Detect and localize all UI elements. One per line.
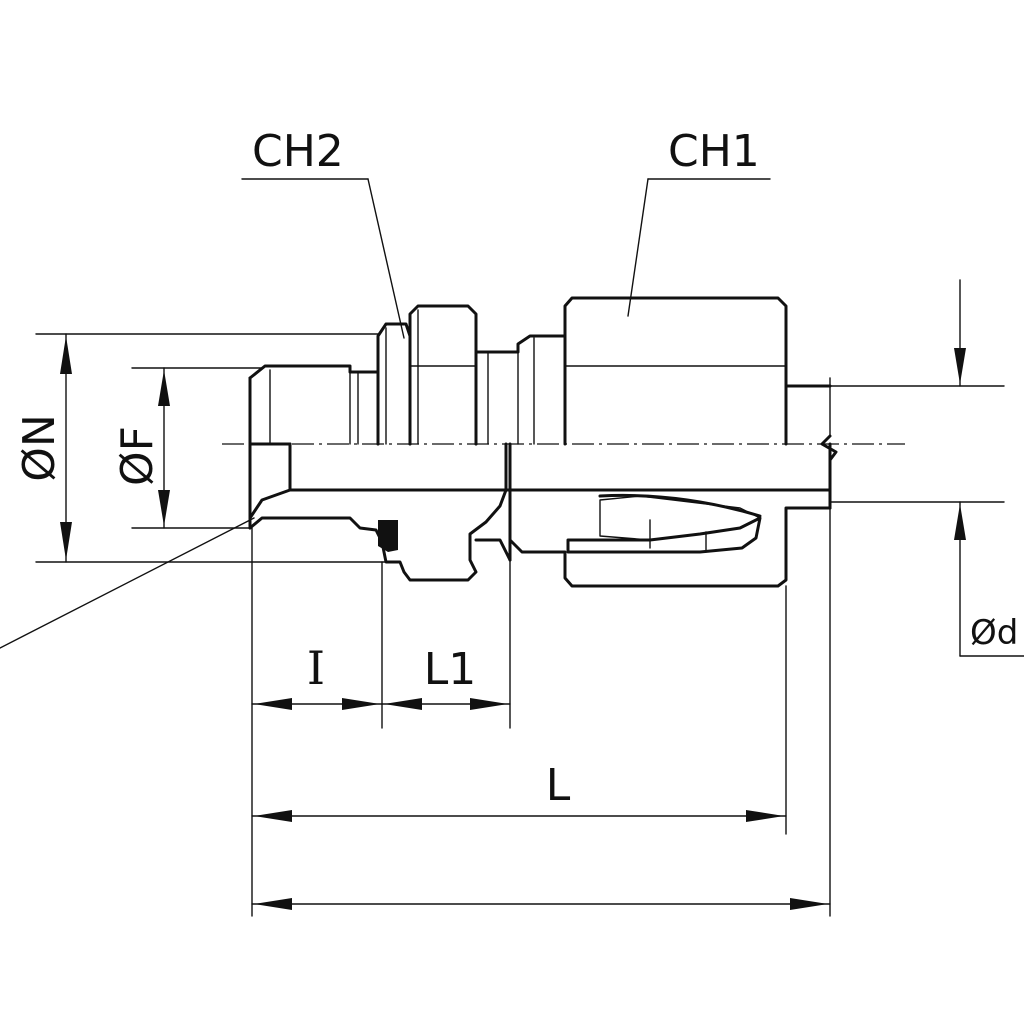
body-neck [474,334,567,446]
dim-n-label: ØN [14,414,65,482]
dim-l: L [251,760,787,822]
dim-l-label: L [546,760,571,811]
seal-leader [0,517,255,649]
dim-d: Ød [785,279,1024,657]
hex-ch2 [408,304,478,446]
section-view [248,488,832,588]
ch2-leader: CH2 [241,126,405,339]
sealing-collar [376,322,412,446]
ch1-label: CH1 [668,126,760,177]
dim-l1-label: L1 [424,644,477,695]
dim-overall [251,898,831,910]
dim-d-label: Ød [970,613,1018,653]
ch2-label: CH2 [252,126,344,177]
dim-l1: L1 [381,644,511,710]
ch1-leader: CH1 [627,126,771,317]
dim-n: ØN [14,333,401,563]
extension-lines [251,507,831,917]
dim-i-label: I [307,641,325,695]
dim-f-label: ØF [112,426,163,486]
stud-end [248,364,380,530]
dim-f: ØF [112,367,263,529]
tube-upper [784,377,838,462]
dim-i: I [251,641,383,710]
nut-ch1 [563,296,788,446]
